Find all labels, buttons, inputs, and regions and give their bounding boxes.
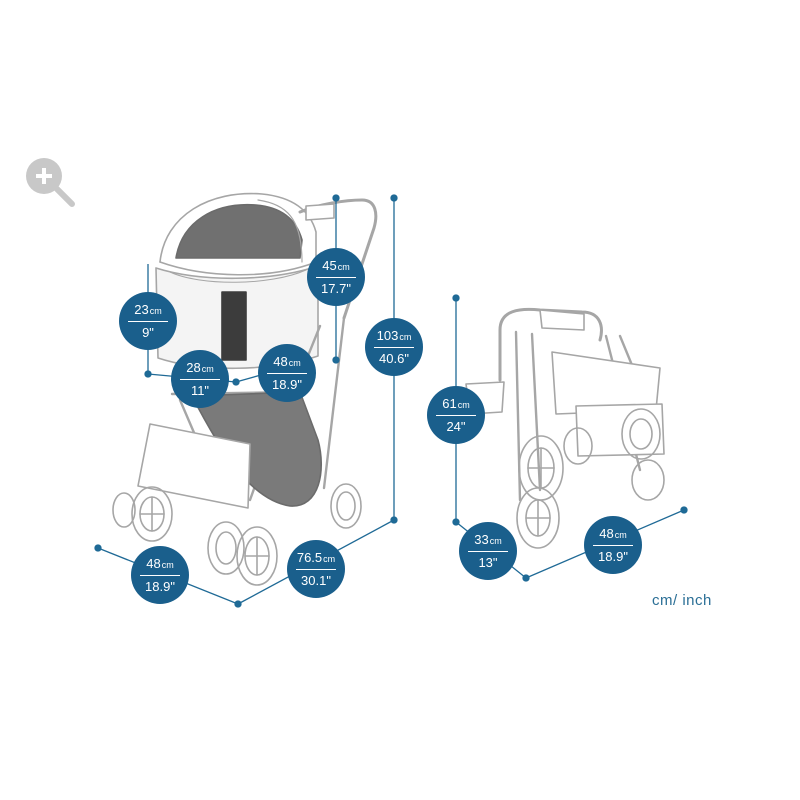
cabin-depth-cm-unit: cm [201, 364, 214, 374]
unfolded-height-inch: 40.6" [379, 351, 409, 366]
unfolded-length-inch: 30.1" [301, 573, 331, 588]
wheel-rear-left [131, 486, 173, 542]
folded-width-cm-unit: cm [614, 530, 627, 540]
footboard [137, 423, 251, 509]
cabin-length-cm-unit: cm [288, 358, 301, 368]
folded-depth-cm: 33 [474, 532, 489, 547]
folded-depth-inch: 13" [478, 555, 498, 570]
cabin-height-badge: 23cm 9" [119, 292, 177, 350]
folded-width-inch: 18.9" [598, 549, 628, 564]
unfolded-length-cm: 76.5 [296, 550, 323, 565]
unfolded-height-cm-unit: cm [399, 332, 412, 342]
folded-footboard [575, 403, 665, 457]
folded-height-inch: 24" [446, 419, 466, 434]
unfolded-width-cm-unit: cm [161, 560, 174, 570]
folded-wheel-4 [631, 459, 665, 501]
folded-width-badge: 48cm 18.9" [584, 516, 642, 574]
unfolded-height-badge: 103cm 40.6" [365, 318, 423, 376]
folded-wheel-5 [563, 427, 593, 465]
wheel-rear-right [330, 483, 362, 529]
unfolded-width-inch: 18.9" [145, 579, 175, 594]
unit-label: cm/ inch [652, 592, 712, 609]
cabin-mesh-panel [221, 291, 247, 361]
handle-height-inch: 17.7" [321, 281, 351, 296]
wheel-front-right [236, 526, 278, 586]
folded-height-cm: 61 [442, 396, 457, 411]
cabin-length-inch: 18.9" [272, 377, 302, 392]
folded-height-cm-unit: cm [457, 400, 470, 410]
wheel-front-left [207, 521, 245, 575]
folded-height-badge: 61cm 24" [427, 386, 485, 444]
unfolded-height-cm: 103 [376, 328, 399, 343]
handle-height-cm-unit: cm [337, 262, 350, 272]
unfolded-length-badge: 76.5cm 30.1" [287, 540, 345, 598]
cabin-depth-cm: 28 [186, 360, 201, 375]
cabin-height-inch: 9" [142, 325, 154, 340]
cabin-depth-inch: 11" [190, 383, 210, 398]
handle-height-cm: 45 [322, 258, 337, 273]
zoom-in-icon[interactable] [22, 152, 78, 208]
cabin-height-cm-unit: cm [149, 306, 162, 316]
folded-depth-cm-unit: cm [489, 536, 502, 546]
cabin-depth-badge: 28cm 11" [171, 350, 229, 408]
folded-wheel-3 [516, 487, 560, 549]
folded-width-cm: 48 [599, 526, 614, 541]
unfolded-stroller-illustration [112, 192, 378, 586]
unfolded-length-cm-unit: cm [323, 554, 336, 564]
cabin-height-cm: 23 [134, 302, 149, 317]
handle-height-badge: 45cm 17.7" [307, 248, 365, 306]
folded-wheel-2 [621, 408, 661, 460]
unfolded-width-cm: 48 [146, 556, 161, 571]
folded-frame [514, 330, 642, 502]
cabin-length-cm: 48 [273, 354, 288, 369]
folded-stroller-illustration [465, 307, 665, 549]
unfolded-width-badge: 48cm 18.9" [131, 546, 189, 604]
folded-depth-badge: 33cm 13" [459, 522, 517, 580]
wheel-back-small [112, 492, 136, 528]
cabin-length-badge: 48cm 18.9" [258, 344, 316, 402]
